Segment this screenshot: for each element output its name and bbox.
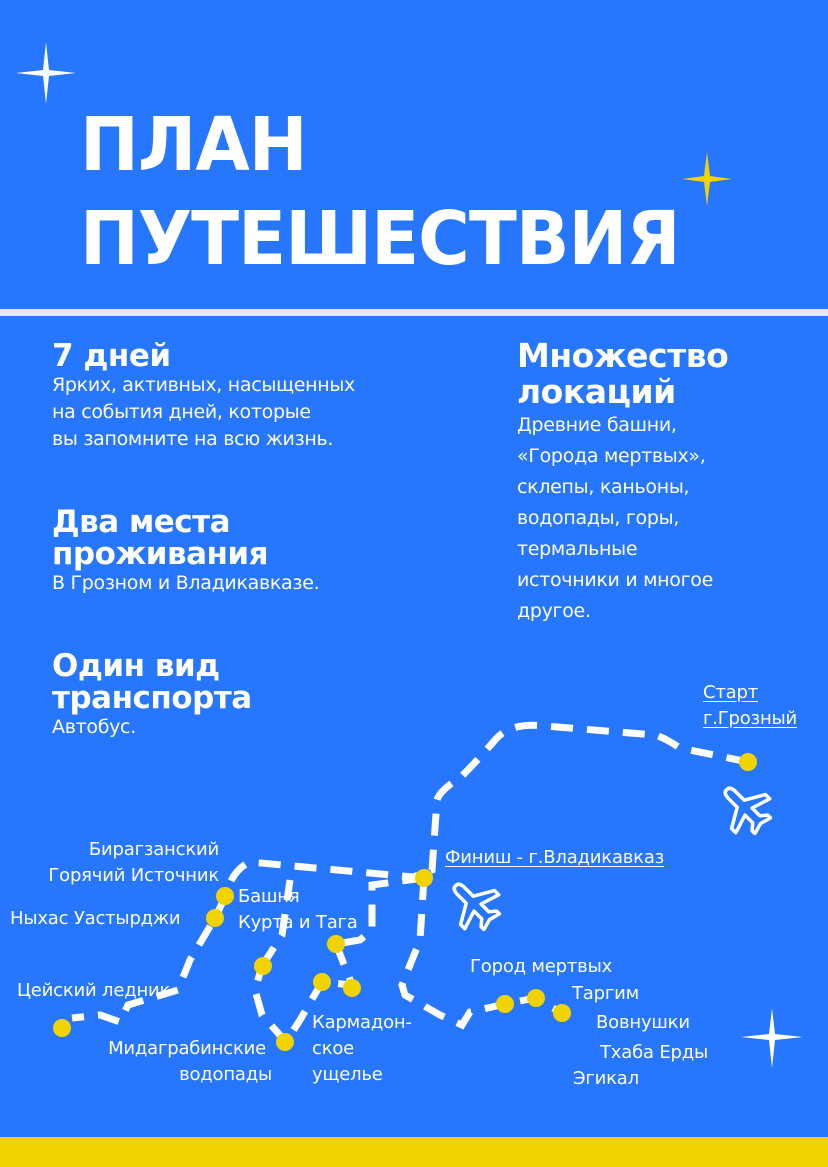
feature-locations-text: склепы, каньоны,: [517, 476, 690, 498]
feature-locations-heading: локаций: [517, 372, 676, 411]
feature-locations-text: Древние башни,: [517, 414, 677, 436]
stop-karmadon-a: [313, 973, 331, 991]
location-label-targim: Таргим: [572, 983, 639, 1004]
location-label-karmadon: Кармадон-: [312, 1012, 412, 1033]
feature-days-text: на события дней, которые: [52, 401, 311, 423]
feature-stay-text: В Грозном и Владикавказе.: [52, 572, 320, 594]
feature-days: 7 дней Ярких, активных, насыщенных на со…: [52, 340, 355, 453]
feature-transport: Один вид транспорта Автобус.: [52, 650, 252, 741]
location-label-biragzang: Бирагзанский: [88, 839, 219, 860]
feature-locations-text: термальные: [517, 538, 638, 560]
feature-stay-heading: проживания: [52, 536, 269, 572]
feature-transport-text: Автобус.: [52, 716, 136, 738]
feature-transport-heading: транспорта: [52, 680, 252, 716]
feature-days-text: Ярких, активных, насыщенных: [52, 374, 355, 396]
feature-transport-heading: Один вид: [52, 648, 220, 684]
feature-locations: Множество локаций Древние башни, «Города…: [517, 336, 729, 627]
stop-dead-city: [496, 995, 514, 1013]
feature-locations-text: водопады, горы,: [517, 507, 680, 529]
location-label-midagrabin: водопады: [179, 1064, 272, 1085]
stop-finish-vladikavkaz: [415, 869, 433, 887]
location-label-vovnushki: Вовнушки: [596, 1012, 690, 1033]
stop-targim: [527, 989, 545, 1007]
feature-stay: Два места проживания В Грозном и Владика…: [52, 504, 320, 597]
location-label-karmadon: ущелье: [312, 1064, 383, 1085]
feature-locations-heading: Множество: [517, 336, 729, 375]
finish-label[interactable]: Финиш - г.Владикавказ: [445, 847, 665, 868]
sparkle-icon: [741, 1008, 803, 1068]
stop-start-grozny: [739, 753, 757, 771]
page-title-line1: ПЛАН: [80, 102, 308, 188]
stop-vovnushki: [553, 1004, 571, 1022]
feature-stay-heading: Два места: [52, 504, 231, 540]
sparkle-icon: [16, 42, 76, 104]
location-label-tower: Курта и Тага: [238, 912, 358, 933]
location-label-egikal: Эгикал: [573, 1068, 639, 1089]
feature-locations-text: «Города мертвых»,: [517, 445, 706, 467]
location-label-nykhas: Ныхас Уастырджи: [10, 908, 181, 929]
location-label-biragzang: Горячий Источник: [48, 865, 219, 886]
airplane-icon: [452, 882, 502, 932]
page-title-line2: ПУТЕШЕСТВИЯ: [80, 196, 680, 282]
feature-days-heading: 7 дней: [52, 338, 171, 374]
footer-yellow-stripe: [0, 1137, 828, 1167]
airplane-icon: [723, 786, 773, 836]
stop-midagrabin-upper: [254, 957, 272, 975]
start-city-label[interactable]: г.Грозный: [703, 708, 798, 729]
route-stops: [53, 753, 757, 1051]
stop-karmadon-b: [343, 979, 361, 997]
location-label-midagrabin: Мидаграбинские: [108, 1038, 266, 1059]
location-label-tower: Башня: [238, 886, 300, 907]
location-label-tkhaba: Тхаба Ерды: [600, 1042, 708, 1063]
feature-locations-text: другое.: [517, 600, 591, 622]
stop-biragzang: [216, 887, 234, 905]
feature-days-text: вы запомните на всю жизнь.: [52, 428, 334, 450]
location-label-tsey: Цейский ледник: [17, 980, 171, 1001]
stop-nykhas: [206, 909, 224, 927]
header-separator: [0, 309, 828, 316]
start-label[interactable]: Старт: [703, 682, 758, 703]
stop-tower: [327, 935, 345, 953]
sparkle-icon: [682, 152, 732, 206]
location-label-dead-city: Город мертвых: [470, 956, 613, 977]
stop-tsey: [53, 1019, 71, 1037]
stop-midagrabin: [276, 1033, 294, 1051]
feature-locations-text: источники и многое: [517, 569, 714, 591]
location-label-karmadon: ское: [312, 1038, 355, 1059]
